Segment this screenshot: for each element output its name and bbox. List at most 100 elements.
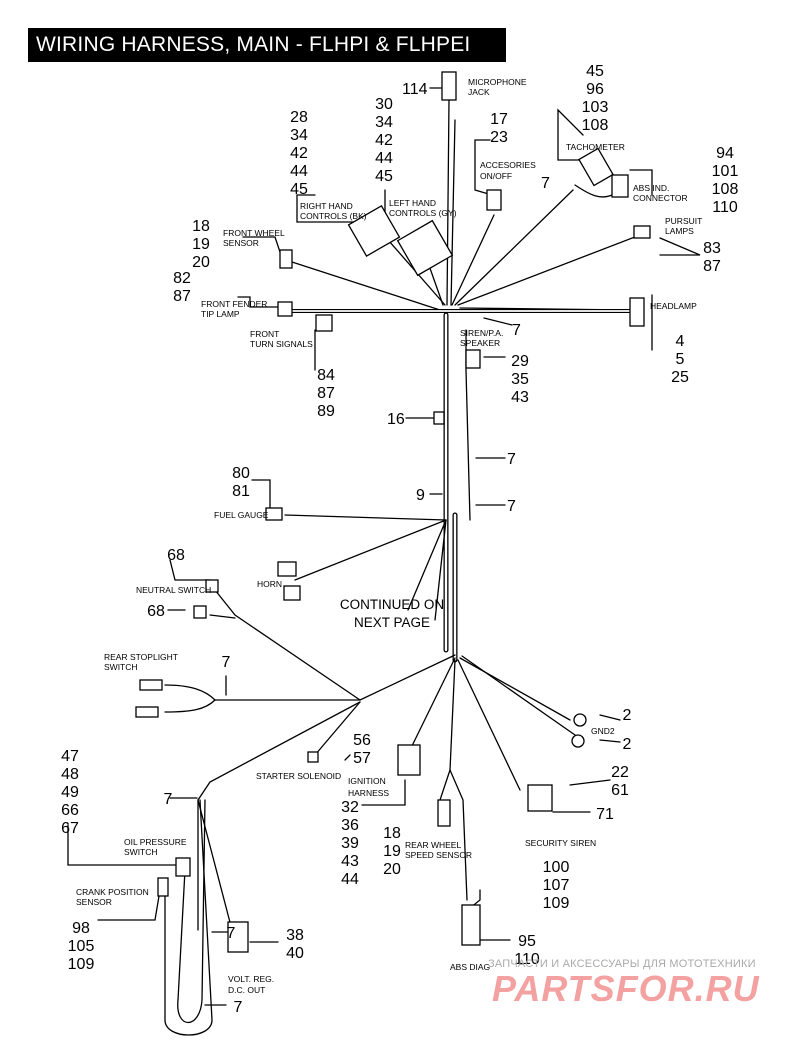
label-continued-1: NEXT PAGE	[354, 615, 430, 630]
callout-c38-40-0: 38	[286, 927, 304, 944]
callout-c56-57-1: 57	[353, 750, 371, 767]
callout-c7-bottom-0: 7	[234, 999, 243, 1016]
watermark-caption: ЗАПЧАСТИ И АКСЕССУАРЫ ДЛЯ МОТОТЕХНИКИ	[488, 958, 756, 970]
callout-c114-0: 114	[402, 81, 428, 98]
label-ignition-1: HARNESS	[348, 788, 389, 798]
right-hand-controls-icon	[347, 205, 401, 257]
callout-c84-89-1: 87	[317, 385, 335, 402]
siren-speaker-connector-icon	[465, 349, 481, 369]
callout-c32-44-3: 43	[341, 853, 359, 870]
label-ignition-0: IGNITION	[348, 776, 386, 786]
callout-c4-25-2: 25	[671, 369, 689, 386]
label-horn-0: HORN	[257, 579, 282, 589]
label-headlamp-0: HEADLAMP	[650, 301, 697, 311]
callout-c80-81-1: 81	[232, 483, 250, 500]
callout-c47-67-2: 49	[61, 784, 79, 801]
callout-c94-110-0: 94	[716, 145, 734, 162]
callout-c47-67-4: 67	[61, 820, 79, 837]
label-front-wheel-0: FRONT WHEEL	[223, 228, 285, 238]
callout-c28-45-1: 34	[290, 127, 308, 144]
callout-c100-109-1: 107	[543, 877, 570, 894]
callout-c18-20-fw-2: 20	[192, 254, 210, 271]
label-pursuit-0: PURSUIT	[665, 216, 702, 226]
microphone-jack-icon	[441, 71, 457, 101]
callout-c83-87-1: 87	[703, 258, 721, 275]
label-fuel-gauge-0: FUEL GAUGE	[214, 510, 269, 520]
abs-diag-connector-icon	[461, 904, 481, 946]
label-gnd2-0: GND2	[591, 726, 615, 736]
callout-c17-23-1: 23	[490, 129, 508, 146]
callout-c95-110-0: 95	[518, 933, 536, 950]
callout-c29-43-1: 35	[511, 371, 529, 388]
callout-c7-low-0: 7	[227, 925, 236, 942]
callout-c30-45-0: 30	[375, 96, 393, 113]
label-front-wheel-1: SENSOR	[223, 238, 259, 248]
callout-c56-57-0: 56	[353, 732, 371, 749]
label-oil-1: SWITCH	[124, 847, 158, 857]
turn-signals-connector-icon	[315, 314, 333, 332]
callout-c2-a-0: 2	[623, 707, 632, 724]
callout-c83-87-0: 83	[703, 240, 721, 257]
label-right-hand-1: CONTROLS (BK)	[300, 211, 367, 221]
callout-c29-43-2: 43	[511, 389, 529, 406]
label-siren-0: SIREN/P.A.	[460, 328, 503, 338]
callout-c29-43-0: 29	[511, 353, 529, 370]
label-oil-0: OIL PRESSURE	[124, 837, 187, 847]
label-crank-1: SENSOR	[76, 897, 112, 907]
callout-c84-89-2: 89	[317, 403, 335, 420]
crank-sensor-connector-icon	[157, 877, 169, 897]
callout-c94-110-3: 110	[712, 199, 738, 216]
neutral-switch-icon	[205, 579, 219, 593]
callout-c22-61-1: 61	[611, 782, 629, 799]
horn-connector-icon	[277, 561, 297, 577]
volt-reg-connector-icon	[227, 921, 249, 953]
label-rear-wheel-1: SPEED SENSOR	[405, 850, 472, 860]
label-microphone-1: JACK	[468, 87, 490, 97]
callout-c45-108-2: 103	[582, 99, 609, 116]
rear-wheel-sensor-connector-icon	[437, 799, 451, 827]
callout-c95-110-1: 110	[514, 951, 540, 968]
title-bar: WIRING HARNESS, MAIN - FLHPI & FLHPEI	[28, 28, 506, 62]
callout-c100-109-0: 100	[543, 859, 570, 876]
label-pursuit-1: LAMPS	[665, 226, 694, 236]
label-tachometer-0: TACHOMETER	[566, 142, 625, 152]
label-siren-1: SPEAKER	[460, 338, 500, 348]
headlamp-connector-icon	[629, 297, 645, 327]
callout-c98-109-0: 98	[72, 920, 90, 937]
label-rear-stop-1: SWITCH	[104, 662, 138, 672]
fender-tip-lamp-icon	[277, 301, 293, 317]
label-neutral-0: NEUTRAL SWITCH	[136, 585, 211, 595]
stoplight-terminal-b-icon	[135, 706, 159, 718]
callout-c17-23-0: 17	[490, 111, 508, 128]
callout-c7-a-0: 7	[507, 451, 516, 468]
label-front-fender-0: FRONT FENDER	[201, 299, 267, 309]
callout-c28-45-3: 44	[290, 163, 308, 180]
callout-c32-44-4: 44	[341, 871, 359, 888]
label-rear-stop-0: REAR STOPLIGHT	[104, 652, 178, 662]
neutral-switch-b-icon	[193, 605, 207, 619]
callout-c94-110-1: 101	[712, 163, 739, 180]
callout-c45-108-1: 96	[586, 81, 604, 98]
callout-c47-67-0: 47	[61, 748, 79, 765]
label-security-0: SECURITY SIREN	[525, 838, 596, 848]
gnd2-terminal-b-icon	[571, 734, 585, 748]
gnd2-terminal-a-icon	[573, 713, 587, 727]
callout-c47-67-1: 48	[61, 766, 79, 783]
label-rear-wheel-0: REAR WHEEL	[405, 840, 461, 850]
callout-c68-b-0: 68	[147, 603, 165, 620]
label-accessories-0: ACCESORIES	[480, 160, 536, 170]
horn-body-icon	[283, 585, 301, 601]
callout-c45-108-0: 45	[586, 63, 604, 80]
callout-c100-109-2: 109	[543, 895, 570, 912]
callout-c80-81-0: 80	[232, 465, 250, 482]
tachometer-connector-icon	[578, 147, 614, 187]
callout-c28-45-4: 45	[290, 181, 308, 198]
label-continued-0: CONTINUED ON	[340, 597, 444, 612]
label-left-hand-1: CONTROLS (GY)	[389, 208, 457, 218]
callout-c94-110-2: 108	[712, 181, 739, 198]
label-front-turn-0: FRONT	[250, 329, 279, 339]
callout-c32-44-1: 36	[341, 817, 359, 834]
callout-c71-0: 71	[596, 806, 614, 823]
left-hand-controls-icon	[396, 219, 454, 277]
